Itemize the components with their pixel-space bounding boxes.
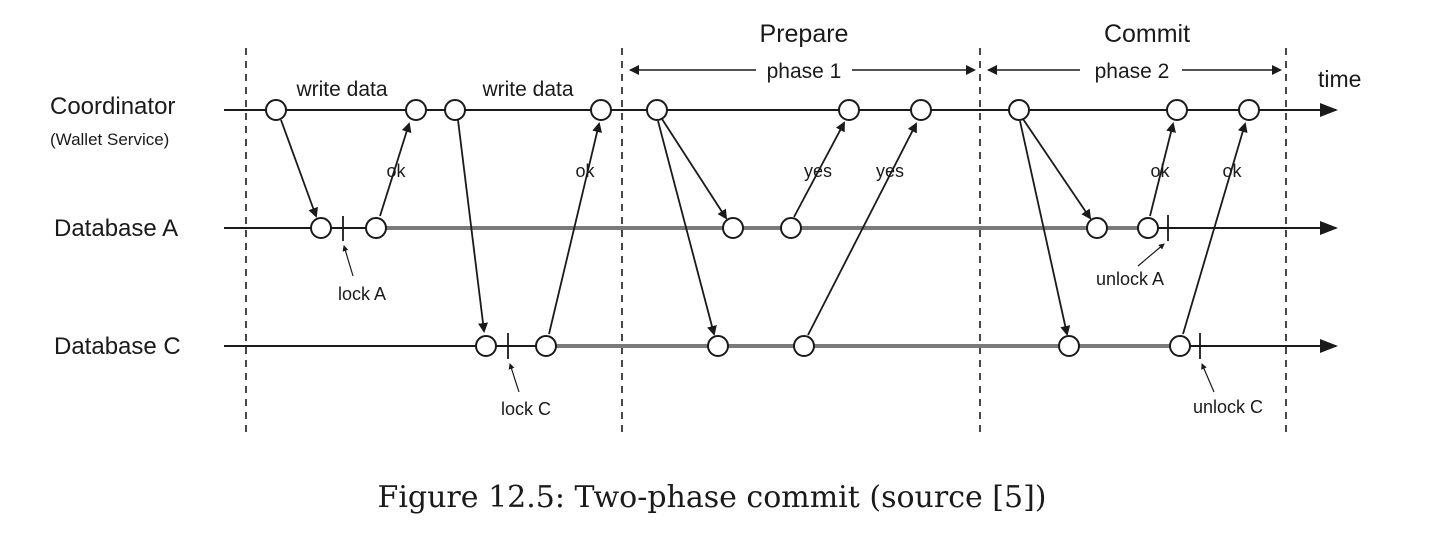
arrow-ok-commit-from-c xyxy=(1182,122,1248,335)
arrow-commit-to-a xyxy=(1022,118,1092,220)
event-coord-prepare xyxy=(646,99,668,121)
event-a-ok xyxy=(365,217,387,239)
lock-label-c: lock C xyxy=(501,399,551,419)
event-coord-ok-commit-c xyxy=(1238,99,1260,121)
event-c-yes xyxy=(793,335,815,357)
axis-label-time: time xyxy=(1318,66,1361,92)
lock-a-pointer xyxy=(342,245,354,277)
unlock-label-c: unlock C xyxy=(1193,397,1263,417)
message-label-write-data-1: write data xyxy=(295,78,387,101)
arrow-ok-commit-from-a xyxy=(1149,122,1176,217)
arrow-prepare-to-a xyxy=(661,118,728,220)
message-arrows xyxy=(280,118,1248,336)
lane-label-database-a: Database A xyxy=(54,215,178,242)
message-label-write-data-2: write data xyxy=(481,78,573,101)
arrow-commit-to-c xyxy=(1019,120,1071,336)
arrow-write-data-to-c xyxy=(457,119,488,333)
arrow-prepare-to-c xyxy=(657,120,717,336)
arrow-ok-from-a xyxy=(379,122,412,217)
event-a-write xyxy=(310,217,332,239)
message-label-ok-commit-a: ok xyxy=(1150,161,1170,181)
unlock-a-pointer xyxy=(1137,243,1165,267)
arrow-yes-from-a xyxy=(793,121,845,218)
lane-label-coordinator-sub: (Wallet Service) xyxy=(50,130,169,149)
message-label-ok-a: ok xyxy=(386,161,406,181)
arrow-write-data-to-a xyxy=(280,119,318,218)
message-label-ok-c: ok xyxy=(575,161,595,181)
lock-label-a: lock A xyxy=(338,284,386,304)
event-coord-ok-commit-a xyxy=(1166,99,1188,121)
lock-pointers xyxy=(342,243,1215,393)
event-coord-yes-a xyxy=(838,99,860,121)
phase-sub-prepare: phase 1 xyxy=(767,60,842,83)
lane-label-database-c: Database C xyxy=(54,333,181,360)
unlock-c-pointer xyxy=(1201,363,1215,393)
event-a-prepare xyxy=(722,217,744,239)
message-label-yes-c: yes xyxy=(876,161,904,181)
event-coord-ok-c xyxy=(590,99,612,121)
event-a-ok-commit xyxy=(1137,217,1159,239)
event-a-commit xyxy=(1086,217,1108,239)
event-c-ok-commit xyxy=(1169,335,1191,357)
event-a-yes xyxy=(780,217,802,239)
arrow-yes-from-c xyxy=(807,122,917,336)
event-coord-write-c xyxy=(444,99,466,121)
event-coord-commit xyxy=(1008,99,1030,121)
phase-title-commit: Commit xyxy=(1104,20,1190,48)
unlock-label-a: unlock A xyxy=(1096,269,1164,289)
event-coord-ok-a xyxy=(405,99,427,121)
phase-separators xyxy=(245,48,1287,438)
event-c-write xyxy=(475,335,497,357)
event-c-prepare xyxy=(707,335,729,357)
event-c-commit xyxy=(1058,335,1080,357)
phase-title-prepare: Prepare xyxy=(760,20,849,48)
event-coord-yes-c xyxy=(910,99,932,121)
event-c-ok xyxy=(535,335,557,357)
message-label-ok-commit-c: ok xyxy=(1222,161,1242,181)
event-circles xyxy=(265,99,1260,357)
arrow-ok-from-c xyxy=(548,122,603,335)
lock-c-pointer xyxy=(508,363,520,393)
lane-label-coordinator: Coordinator xyxy=(50,93,175,120)
phase-sub-commit: phase 2 xyxy=(1095,60,1170,83)
message-label-yes-a: yes xyxy=(804,161,832,181)
event-coord-write-a xyxy=(265,99,287,121)
lock-ticks xyxy=(342,215,1201,359)
figure-caption: Figure 12.5: Two-phase commit (source [5… xyxy=(378,480,1047,515)
